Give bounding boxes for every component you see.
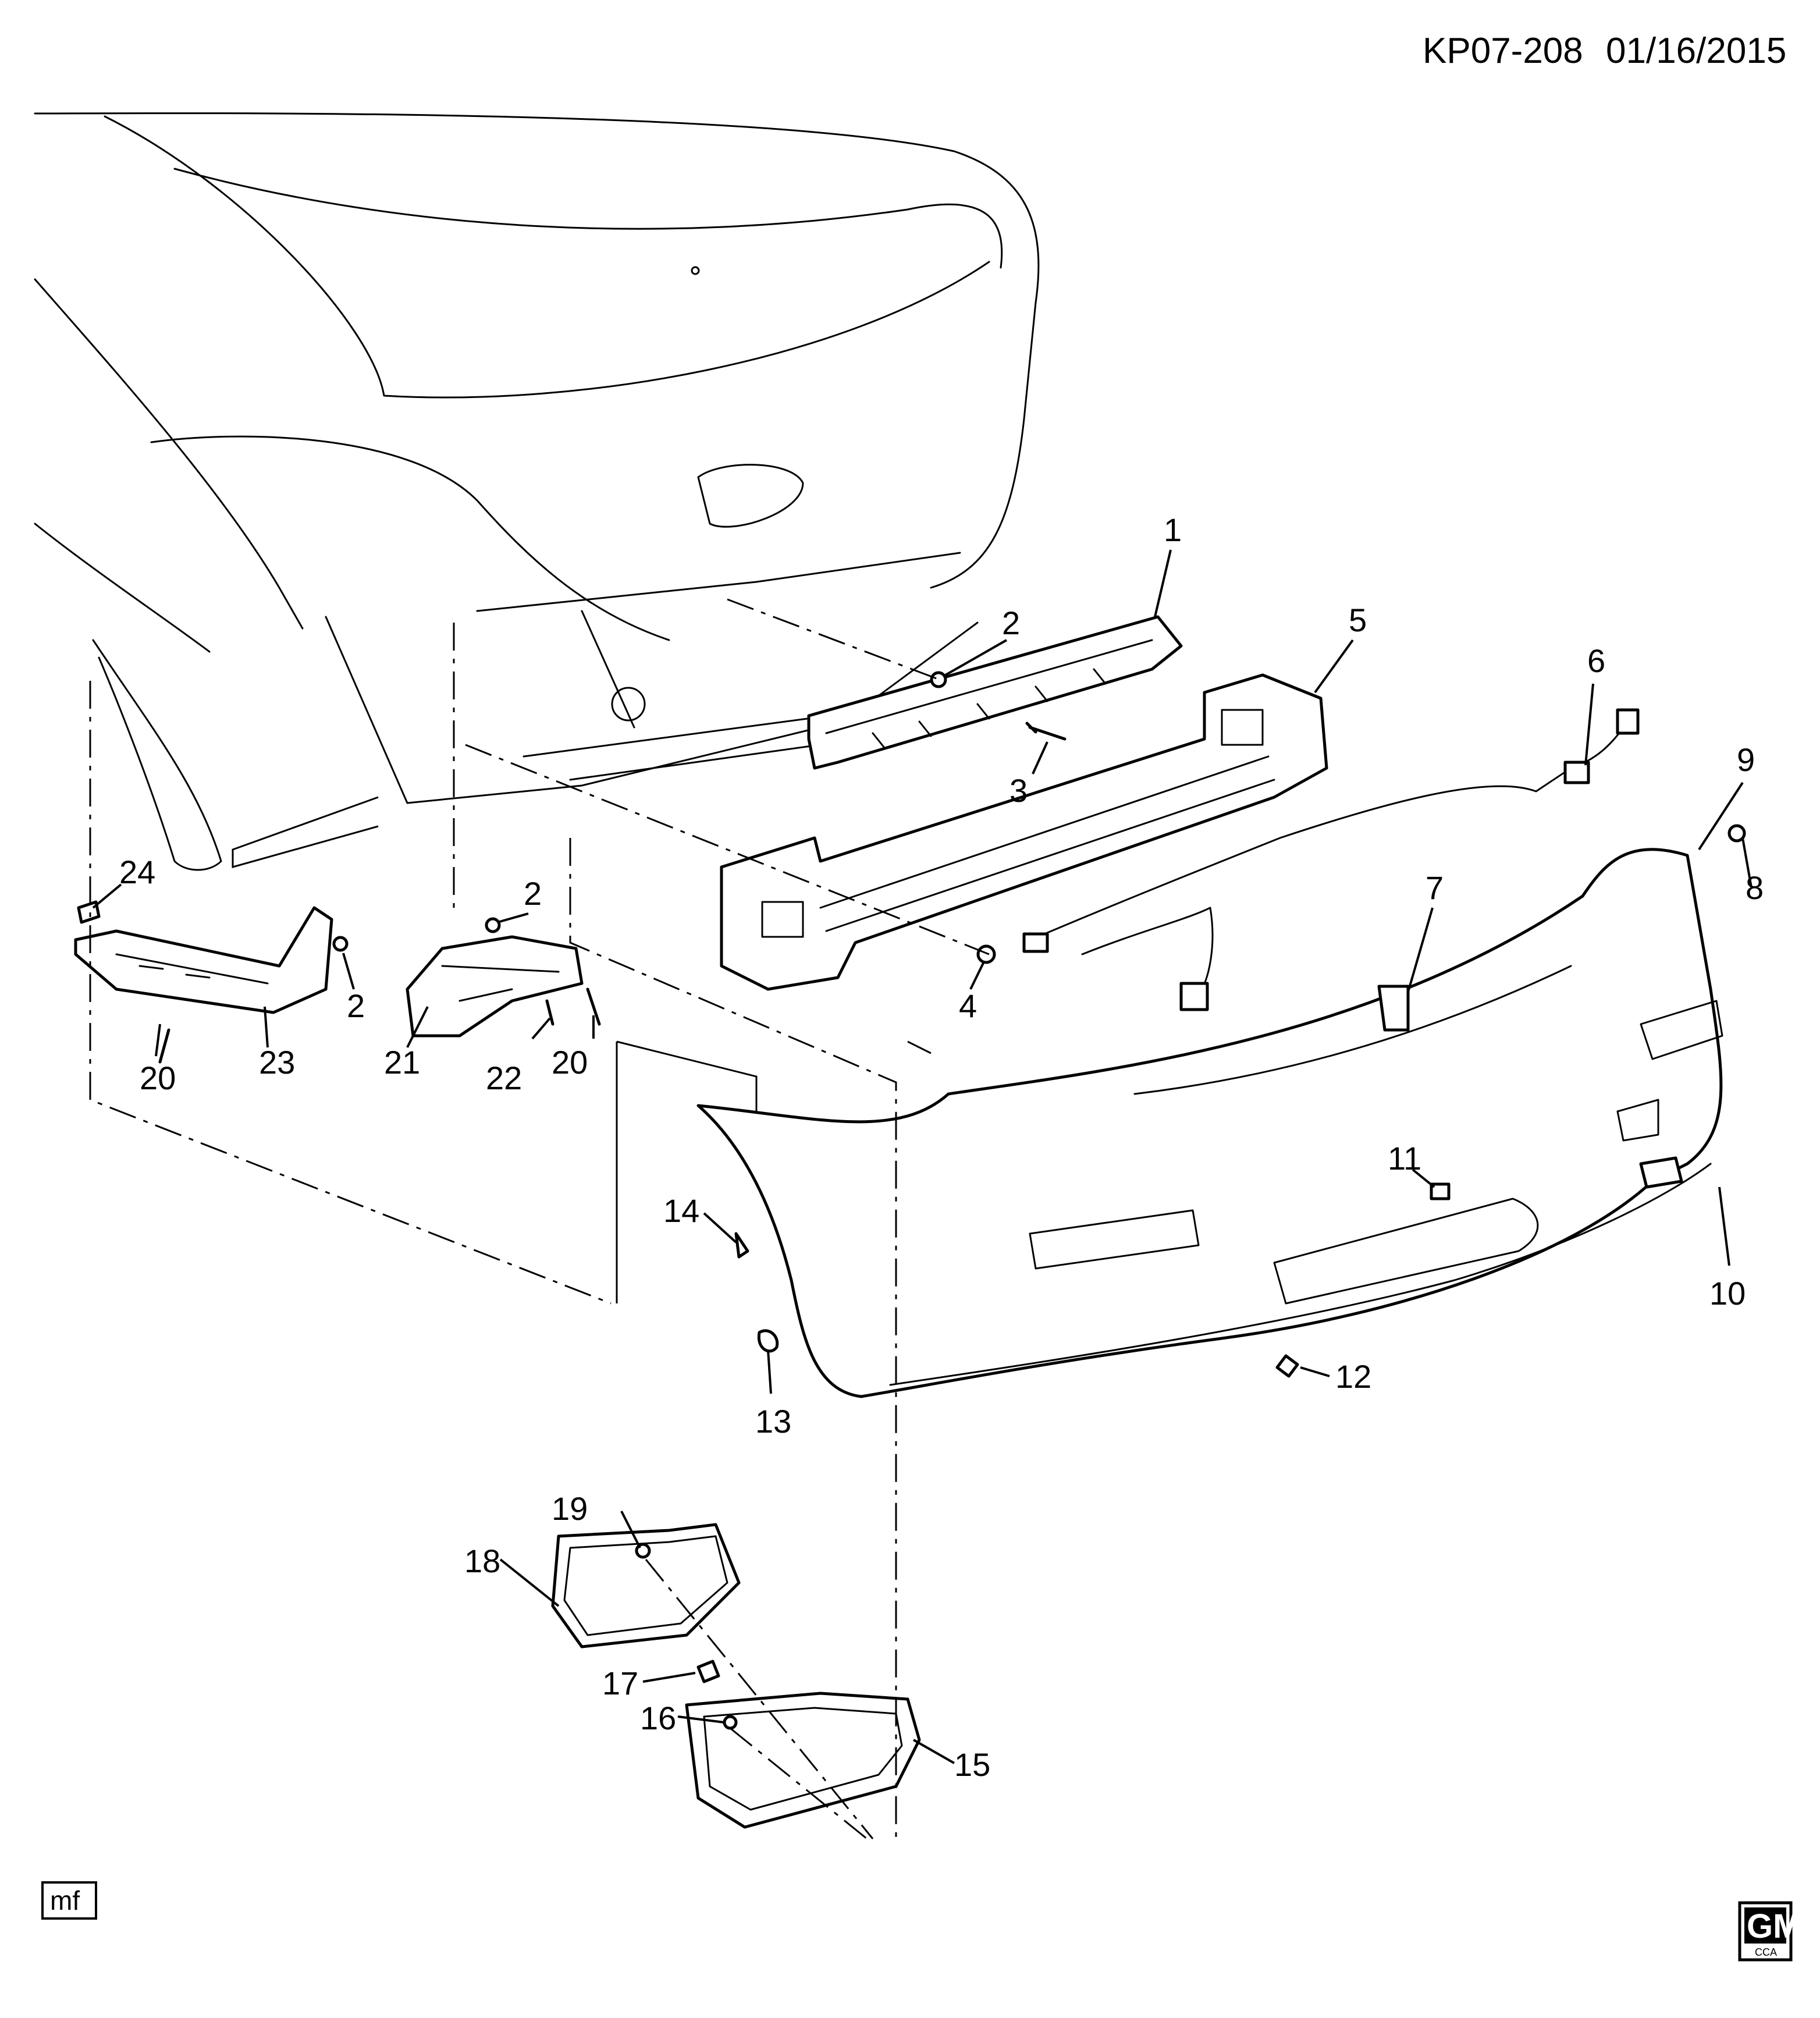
part-9-fascia: [696, 848, 1723, 1398]
part-2-clip-c: [332, 936, 349, 952]
footer: mf GM CCA: [41, 1881, 1801, 1962]
reference-lines: [89, 598, 990, 1845]
part-3-bolt: [1025, 722, 1067, 741]
callout-13: 13: [755, 1403, 791, 1440]
callout-1: 1: [1164, 511, 1182, 548]
illustrator-badge: mf: [50, 1885, 80, 1916]
callout-11: 11: [1388, 1140, 1421, 1177]
callout-20-left: 20: [140, 1060, 176, 1096]
vehicle-rear-body: [34, 112, 1040, 871]
part-8-clip: [1727, 824, 1746, 843]
callout-5: 5: [1349, 602, 1367, 638]
part-16-grommet: [723, 1715, 738, 1730]
callout-14: 14: [663, 1192, 699, 1229]
part-23-bracket: [74, 906, 333, 1014]
gm-logo-subtext: CCA: [1755, 1946, 1777, 1958]
callout-15: 15: [954, 1746, 990, 1783]
doc-id: KP07-208: [1423, 31, 1583, 71]
part-17-connector: [696, 1660, 720, 1683]
part-20-screw-a: [158, 1028, 170, 1064]
part-12-pushpin: [1275, 1354, 1299, 1378]
part-22-screw: [545, 999, 554, 1026]
gm-logo-text: GM: [1747, 1907, 1801, 1945]
callout-21: 21: [384, 1044, 420, 1081]
part-7-bracket: [1377, 985, 1410, 1032]
part-1-absorber: [807, 615, 1183, 770]
callout-18: 18: [464, 1543, 500, 1579]
illustrator-badge-box: [41, 1881, 97, 1920]
callout-labels: 1 2 3 5 6 9 8 7 4 24 2 2 23 20 21 22 20 …: [119, 511, 1764, 1783]
callout-16: 16: [640, 1700, 676, 1736]
callout-9: 9: [1737, 741, 1755, 778]
callout-19: 19: [552, 1490, 588, 1527]
part-18-lamp: [551, 1523, 741, 1648]
callout-2-absorber: 2: [1002, 605, 1020, 641]
doc-date: 01/16/2015: [1606, 31, 1786, 71]
part-2-clip-a: [930, 671, 947, 688]
part-6-wiring-harness: [1022, 708, 1640, 1011]
diagram-header: KP07-208 01/16/2015: [1423, 31, 1786, 71]
part-21-bracket: [406, 935, 584, 1038]
callout-10: 10: [1709, 1275, 1746, 1312]
part-4-nut: [976, 944, 996, 964]
callout-24: 24: [119, 854, 155, 890]
callout-2-upper: 2: [524, 875, 542, 912]
fasteners: [77, 671, 1746, 1730]
part-20-screw-b: [586, 987, 601, 1026]
gm-logo: GM CCA: [1738, 1901, 1801, 1962]
leader-lines: [92, 549, 1753, 1764]
callout-23: 23: [259, 1044, 295, 1081]
callout-17: 17: [602, 1665, 638, 1701]
callout-4: 4: [959, 987, 977, 1024]
part-5-reinforcement: [720, 673, 1328, 991]
part-15-bezel: [685, 1692, 921, 1829]
callout-20-right: 20: [552, 1044, 588, 1081]
callout-7: 7: [1426, 869, 1444, 906]
part-14-screw: [734, 1232, 749, 1259]
callout-3: 3: [1009, 772, 1028, 809]
callout-8: 8: [1746, 869, 1764, 906]
part-10-cap: [1639, 1156, 1683, 1189]
callout-6: 6: [1587, 642, 1605, 679]
callout-2-lower: 2: [347, 987, 365, 1024]
callout-12: 12: [1335, 1358, 1371, 1395]
callout-22: 22: [486, 1060, 522, 1096]
part-2-clip-b: [485, 917, 501, 933]
part-13-nut: [757, 1329, 779, 1353]
